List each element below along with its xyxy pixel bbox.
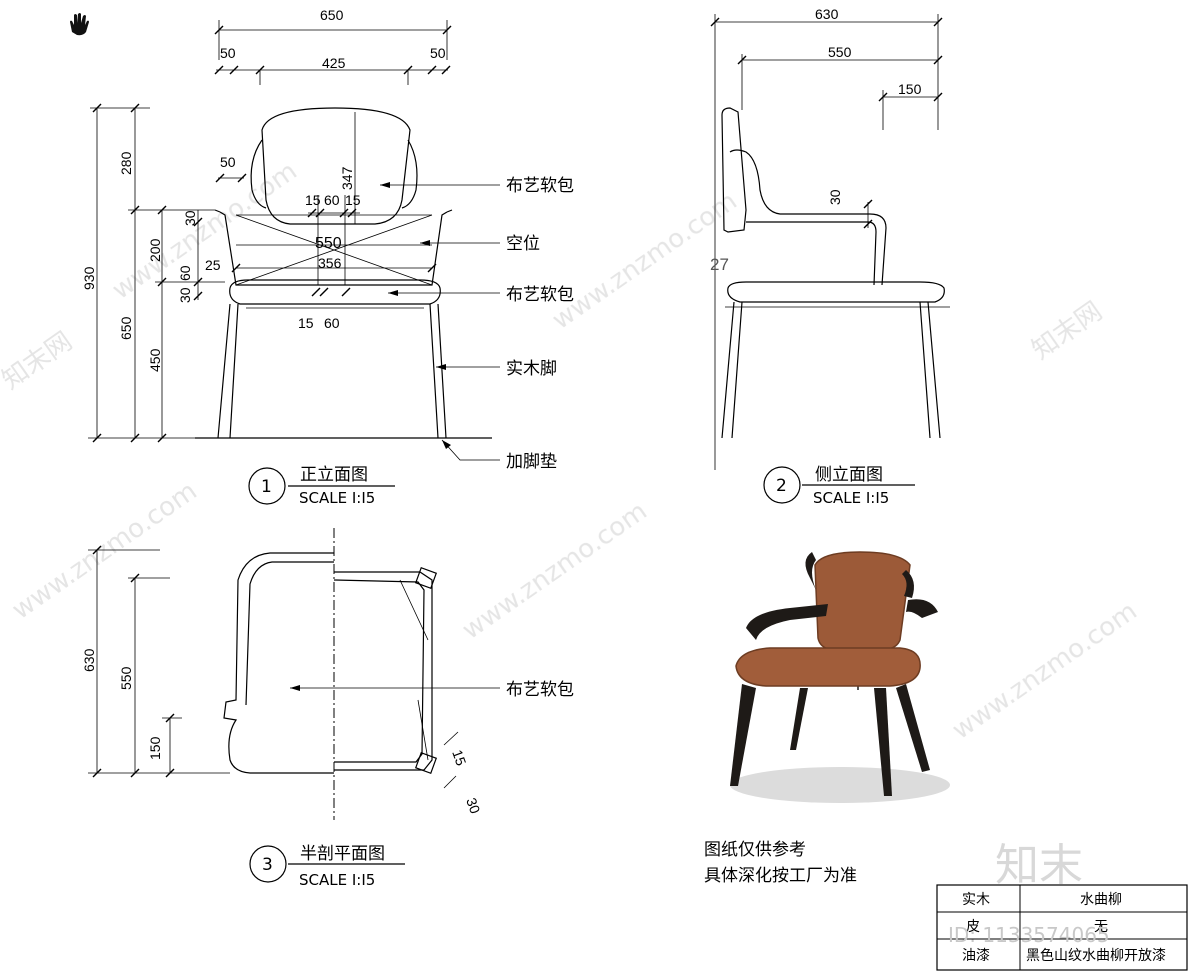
dim-front-60b: 60 (324, 315, 340, 331)
note-line2: 具体深化按工厂为准 (704, 866, 857, 886)
dim-front-450: 450 (147, 348, 163, 372)
watermark-cn: 知末网 (1027, 296, 1108, 365)
side-view-scale: SCALE I:I5 (813, 489, 889, 507)
dim-front-30b: 30 (177, 287, 193, 303)
spec-row-label: 皮 (966, 919, 980, 935)
dim-front-25: 25 (205, 257, 221, 273)
dim-side-seat: 550 (828, 44, 852, 60)
callout-void: 空位 (506, 234, 540, 254)
dim-front-30a: 30 (182, 210, 198, 226)
hand-icon[interactable] (70, 13, 89, 36)
callout-fabric-seat: 布艺软包 (506, 285, 574, 305)
chair-photo (730, 551, 950, 803)
watermark-site: www.znzmo.com (7, 476, 203, 626)
dim-front-left-margin: 50 (220, 45, 236, 61)
spec-row-value: 水曲柳 (1080, 891, 1122, 908)
side-view-title: 侧立面图 (815, 465, 883, 485)
callout-fabric-plan: 布艺软包 (506, 680, 574, 700)
dim-front-280: 280 (118, 151, 134, 175)
dim-side-27: 27 (710, 255, 729, 274)
view-number-2: 2 (776, 476, 787, 496)
view-number-circle (249, 845, 287, 883)
dim-front-200: 200 (147, 238, 163, 262)
half-section-plan: 630 550 150 布艺软包 15 30 3 半剖平面图 SCALE I:I… (81, 528, 574, 889)
view-number-circle (248, 467, 286, 505)
watermark-id: ID: 1133574065 (948, 923, 1110, 947)
dim-plan-150: 150 (147, 736, 163, 760)
view-number-circle (763, 466, 801, 504)
dim-side-arm: 150 (898, 81, 922, 97)
spec-row-label: 实木 (962, 892, 990, 908)
watermark-site: www.znzmo.com (457, 496, 653, 646)
dim-side-30: 30 (827, 189, 843, 205)
callout-foot-pad: 加脚垫 (506, 452, 557, 472)
watermark-cn: 知末网 (0, 326, 78, 395)
dim-front-15b: 15 (345, 192, 361, 208)
watermark-site: www.znzmo.com (947, 596, 1143, 746)
dim-front-total: 930 (81, 266, 97, 290)
dim-front-60-top: 60 (324, 192, 340, 208)
dim-side-overall: 630 (815, 6, 839, 22)
dim-front-inner: 425 (322, 55, 346, 71)
spec-row-value: 黑色山纹水曲柳开放漆 (1026, 947, 1166, 964)
dim-plan-30: 30 (463, 796, 483, 816)
dim-front-650: 650 (118, 316, 134, 340)
plan-view-scale: SCALE I:I5 (299, 871, 375, 889)
watermark-brand: 知末 (995, 840, 1083, 891)
dim-front-356: 356 (318, 255, 342, 271)
dim-front-60: 60 (177, 265, 193, 281)
side-elevation: 630 550 150 30 27 2 侧立面图 SCALE I:I5 (710, 6, 950, 507)
callout-fabric-back: 布艺软包 (506, 176, 574, 196)
watermark-layer: www.znzmo.com www.znzmo.com www.znzmo.co… (0, 156, 1143, 746)
dim-front-550: 550 (315, 235, 342, 252)
dim-front-right-margin: 50 (430, 45, 446, 61)
front-elevation: 650 50 425 50 930 280 650 (81, 7, 574, 507)
dim-front-347: 347 (339, 166, 355, 190)
dim-plan-630: 630 (81, 648, 97, 672)
watermark-site: www.znzmo.com (107, 156, 303, 306)
note-line1: 图纸仅供参考 (704, 840, 806, 860)
view-number-1: 1 (261, 477, 272, 497)
spec-row-label: 油漆 (962, 948, 990, 964)
callout-wood-leg: 实木脚 (506, 359, 557, 379)
view-number-3: 3 (262, 855, 273, 875)
spec-row-value: 无 (1094, 919, 1108, 935)
front-view-scale: SCALE I:I5 (299, 489, 375, 507)
front-view-title: 正立面图 (300, 465, 368, 485)
plan-view-title: 半剖平面图 (300, 844, 385, 864)
dim-front-overall: 650 (320, 7, 344, 23)
dim-front-15c: 15 (298, 315, 314, 331)
dim-front-50: 50 (220, 154, 236, 170)
dim-plan-550: 550 (118, 666, 134, 690)
spec-table: 实木 水曲柳 皮 无 油漆 黑色山纹水曲柳开放漆 (936, 884, 1188, 971)
dim-plan-15: 15 (449, 748, 469, 768)
dim-front-15a: 15 (305, 192, 321, 208)
